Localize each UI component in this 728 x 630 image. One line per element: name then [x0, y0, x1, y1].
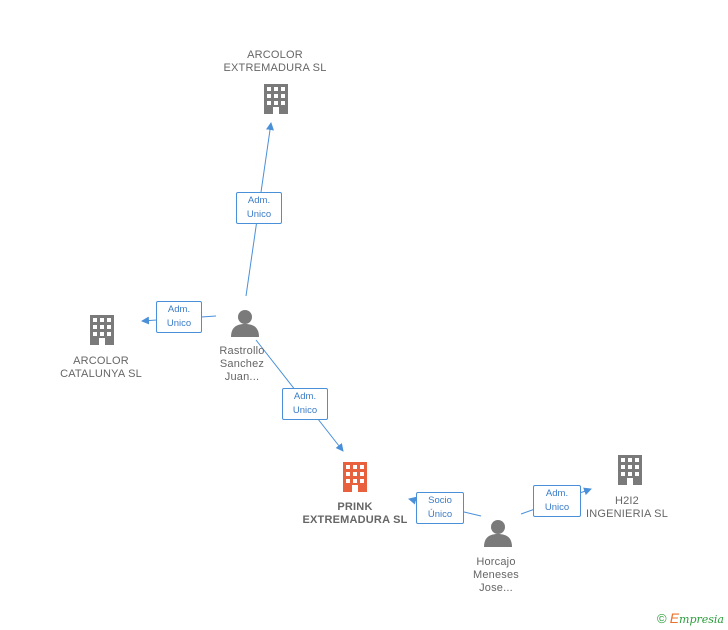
node-label-line: CATALUNYA SL — [60, 368, 142, 380]
node-label-prink[interactable]: PRINK EXTREMADURA SL — [290, 501, 420, 527]
node-label-line: EXTREMADURA SL — [302, 514, 408, 526]
footer-brand[interactable]: © Empresia — [657, 610, 724, 626]
edge-label-line: Socio — [428, 495, 452, 506]
person-icon-rastrollo[interactable] — [231, 310, 259, 337]
edge-label-line: Unico — [246, 209, 272, 220]
node-label-line: Jose... — [479, 582, 513, 594]
edge-label-line: Unico — [166, 318, 192, 329]
brand-initial: E — [669, 610, 680, 626]
node-label-rastrollo[interactable]: Rastrollo Sanchez Juan... — [196, 345, 288, 384]
person-icon-horcajo[interactable] — [484, 520, 512, 547]
node-label-line: Juan... — [224, 371, 260, 383]
node-label-line: EXTREMADURA SL — [223, 62, 327, 74]
building-icon-prink[interactable] — [343, 462, 367, 492]
building-icon-h2i2[interactable] — [618, 455, 642, 485]
edge-label-line: Adm. — [247, 195, 271, 206]
node-label-line: H2I2 — [614, 495, 640, 507]
edge-label-line: Único — [427, 509, 453, 520]
node-label-line: PRINK — [337, 501, 373, 513]
node-label-line: INGENIERIA SL — [585, 508, 669, 520]
edge-label-rastrollo-arcolor-catalunya[interactable]: Adm. Unico — [156, 301, 202, 333]
brand-name: mpresia — [679, 613, 724, 626]
node-label-line: Meneses — [472, 569, 520, 581]
node-label-line: ARCOLOR — [247, 49, 303, 61]
node-label-h2i2[interactable]: H2I2 INGENIERIA SL — [580, 495, 674, 521]
edge-label-line: Unico — [544, 502, 570, 513]
edge-label-line: Adm. — [293, 391, 317, 402]
building-icon-arcolor-extremadura[interactable] — [264, 84, 288, 114]
edge-label-line: Adm. — [545, 488, 569, 499]
edge-label-line: Adm. — [167, 304, 191, 315]
node-label-line: ARCOLOR — [73, 355, 129, 367]
copyright-symbol: © — [657, 611, 667, 626]
edge-label-horcajo-h2i2[interactable]: Adm. Unico — [533, 485, 581, 517]
node-label-line: Rastrollo — [219, 345, 265, 357]
edge-label-rastrollo-prink[interactable]: Adm. Unico — [282, 388, 328, 420]
node-label-line: Sanchez — [219, 358, 265, 370]
node-label-line: Horcajo — [476, 556, 516, 568]
node-label-arcolor-catalunya[interactable]: ARCOLOR CATALUNYA SL — [46, 355, 156, 381]
building-icon-arcolor-catalunya[interactable] — [90, 315, 114, 345]
edge-label-line: Unico — [292, 405, 318, 416]
edge-label-rastrollo-arcolor-extremadura[interactable]: Adm. Unico — [236, 192, 282, 224]
node-label-horcajo[interactable]: Horcajo Meneses Jose... — [450, 556, 542, 595]
node-label-arcolor-extremadura[interactable]: ARCOLOR EXTREMADURA SL — [212, 49, 338, 75]
edge-label-horcajo-prink[interactable]: Socio Único — [416, 492, 464, 524]
